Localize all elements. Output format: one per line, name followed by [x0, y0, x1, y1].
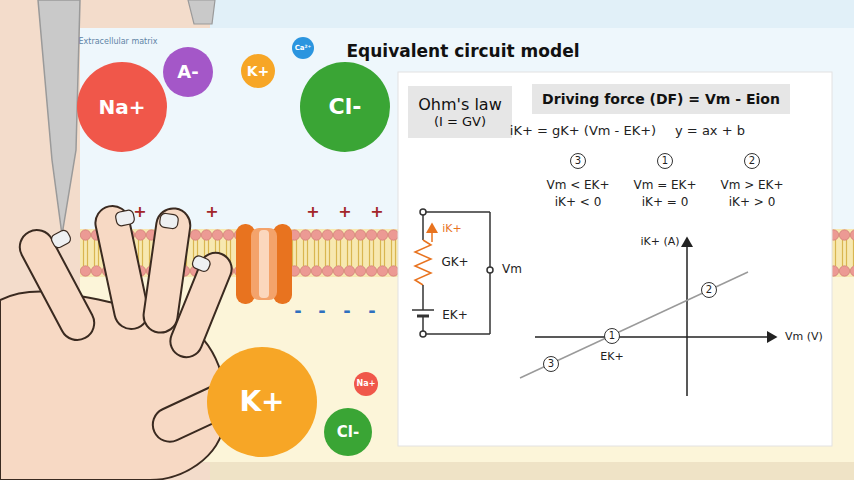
condition: iK+ = 0 — [642, 196, 689, 210]
axis-label: Vm (V) — [785, 331, 823, 344]
node-label: 3 — [548, 358, 554, 370]
sodium-ion: Na+ — [77, 62, 167, 152]
charge-sign: + — [338, 203, 351, 221]
condition: iK+ < 0 — [555, 196, 602, 210]
node-label: Na+ — [357, 379, 376, 389]
sodium-ion: Na+ — [354, 372, 378, 396]
callout-number: 3 — [543, 356, 559, 372]
node-label: 2 — [706, 284, 712, 296]
potassium-ion: K+ — [241, 54, 275, 88]
charge-sign: + — [306, 203, 319, 221]
charge-sign: + — [133, 203, 146, 221]
node-label: A- — [177, 61, 198, 83]
charge-sign: - — [343, 301, 350, 322]
box-heading: Driving force (DF) = Vm - Eion — [542, 91, 780, 108]
condition: iK+ > 0 — [729, 196, 776, 210]
node-label: 3 — [575, 155, 581, 167]
node-label: 1 — [609, 330, 615, 342]
callout-number: 2 — [744, 153, 760, 169]
node-label: Na+ — [99, 95, 146, 119]
condition: Vm = EK+ — [633, 179, 696, 193]
box-body: (I = GV) — [434, 114, 486, 130]
chloride-ion: Cl- — [324, 408, 372, 456]
callout-number: 3 — [570, 153, 586, 169]
condition: Vm > EK+ — [720, 179, 783, 193]
formula-box: Driving force (DF) = Vm - Eion — [532, 84, 790, 114]
chloride-ion: Cl- — [300, 62, 390, 152]
charge-sign: - — [318, 301, 325, 322]
callout-number: 1 — [604, 328, 620, 344]
charge-sign: - — [368, 301, 375, 322]
node-label: K+ — [247, 63, 270, 80]
node-label: Ca²⁺ — [295, 44, 312, 52]
box-heading: Ohm's law — [418, 95, 501, 114]
law-box: Ohm's law(I = GV) — [408, 86, 512, 138]
calcium-ion: Ca²⁺ — [292, 37, 314, 59]
charge-sign: + — [205, 203, 218, 221]
callout-number: 2 — [701, 282, 717, 298]
node-label: Cl- — [337, 423, 359, 441]
current-label: iK+ — [442, 223, 462, 236]
conductance-label: GK+ — [441, 256, 468, 270]
axis-label: iK+ (A) — [640, 236, 679, 249]
charge-sign: - — [294, 301, 301, 322]
anion: A- — [163, 47, 213, 97]
node-label: 2 — [749, 155, 755, 167]
charge-sign: + — [370, 203, 383, 221]
diagram-title: Equivalent circuit model — [346, 42, 579, 62]
condition: Vm < EK+ — [546, 179, 609, 193]
voltage-label: Vm — [502, 263, 522, 277]
region-label: Extracellular matrix — [79, 37, 158, 46]
callout-number: 1 — [657, 153, 673, 169]
potassium-ion: K+ — [207, 347, 317, 457]
node-label: 1 — [662, 155, 668, 167]
battery-label: EK+ — [442, 309, 468, 323]
equation: iK+ = gK+ (Vm - EK+) — [510, 124, 656, 139]
axis-mark: EK+ — [600, 351, 623, 364]
equation: y = ax + b — [675, 124, 745, 139]
node-label: K+ — [239, 385, 284, 419]
node-label: Cl- — [329, 94, 362, 120]
